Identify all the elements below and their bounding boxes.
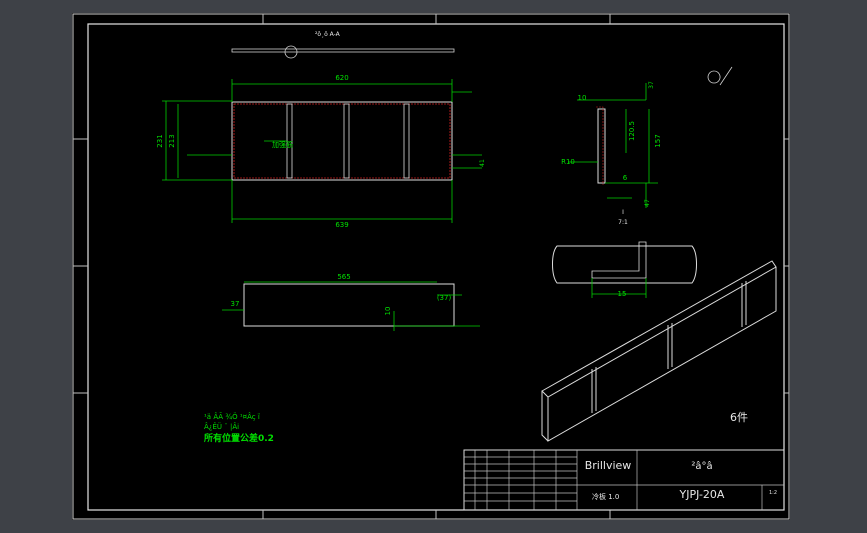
top-view: 620 639 231 213 41 加强筋 <box>156 74 486 229</box>
notes: ¹ä ÂÃ ¾Ö ¹¤Âç ï Â¿ÊÜ ¨ |Âi 所有位置公差0.2 <box>204 412 274 444</box>
title-block: Brillview ²â°â 冷板 1.0 YJPJ-20A 1:2 <box>463 449 785 511</box>
part-name: ²â°â <box>691 460 712 472</box>
dim-detail-width: 15 <box>618 290 627 298</box>
note-line-1: ¹ä ÂÃ ¾Ö ¹¤Âç ï <box>204 412 260 421</box>
dim-profile-height: 157 <box>654 134 662 147</box>
section-header: ²ô¸ö A-A <box>315 31 341 38</box>
dim-profile-bottom: 6 <box>623 174 628 182</box>
dim-profile-inner: 120.5 <box>628 121 636 141</box>
dim-profile-top: 10 <box>578 94 587 102</box>
zone-ticks <box>73 14 789 519</box>
dim-height-outer: 231 <box>156 134 164 147</box>
profile-view: 10 37 120.5 157 6 47 R10 I 7:1 <box>561 66 733 226</box>
dim-length: 565 <box>337 273 350 281</box>
isometric-view <box>541 260 777 442</box>
dim-profile-radius: R10 <box>561 158 575 166</box>
dim-width-bottom: 639 <box>335 221 348 229</box>
drawing-number: YJPJ-20A <box>679 488 725 501</box>
scale-value: 7:1 <box>618 219 628 226</box>
outer-frame <box>72 13 790 520</box>
scale-cell: 1:2 <box>769 490 777 496</box>
material: 冷板 1.0 <box>592 492 619 501</box>
roughness-mark <box>719 66 733 86</box>
side-view: 565 37 (37) 10 <box>222 273 480 331</box>
note-line-2: Â¿ÊÜ ¨ |Âi <box>204 422 239 431</box>
dim-height-side: 41 <box>479 159 486 167</box>
dim-thickness: 10 <box>384 307 392 316</box>
dim-profile-top-right: 37 <box>648 81 655 89</box>
dim-left: 37 <box>231 300 240 308</box>
roughness-circle <box>707 70 721 84</box>
scale-marker: I <box>622 209 624 216</box>
drawing-canvas: ²ô¸ö A-A 620 639 231 <box>72 13 790 520</box>
detail-view: 15 <box>552 241 697 298</box>
dim-right: (37) <box>437 294 452 302</box>
dim-width-top: 620 <box>335 74 348 82</box>
dim-profile-bottom-right: 47 <box>644 199 651 207</box>
dim-height-inner: 213 <box>168 134 176 147</box>
note-line-3: 所有位置公差0.2 <box>204 432 274 444</box>
stiffener-label: 加强筋 <box>272 140 293 149</box>
cad-drawing: ²ô¸ö A-A 620 639 231 <box>72 13 790 520</box>
inner-frame <box>87 23 785 511</box>
section-bar-view: ²ô¸ö A-A <box>231 31 455 59</box>
part-count: 6件 <box>730 411 748 424</box>
company-name: Brillview <box>585 459 632 472</box>
